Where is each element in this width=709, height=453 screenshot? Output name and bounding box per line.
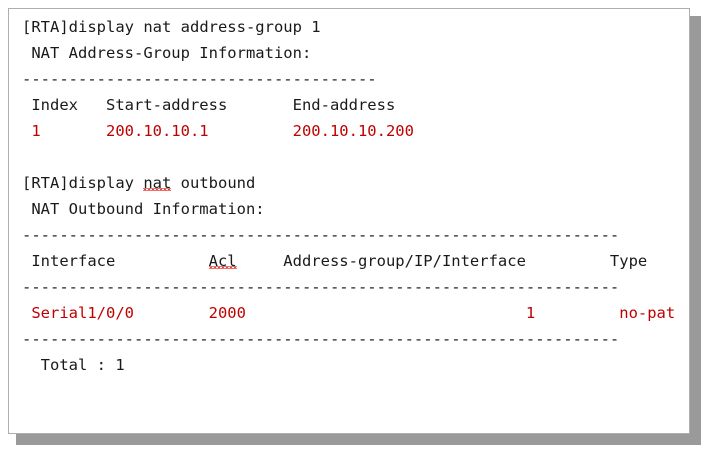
rule-top-2: ----------------------------------------… xyxy=(22,222,689,248)
command-line-1: [RTA]display nat address-group 1 xyxy=(22,14,689,40)
section-title-text-2: NAT Outbound Information: xyxy=(22,200,265,218)
command-text-2-pre: display xyxy=(68,174,144,192)
section-title-2: NAT Outbound Information: xyxy=(22,196,689,222)
rule-bottom-2: ----------------------------------------… xyxy=(22,326,689,352)
command-text-1: display nat address-group 1 xyxy=(68,18,321,36)
table-row-text-2: Serial1/0/0 2000 1 no-pat xyxy=(22,304,676,322)
spellcheck-word-acl: Acl xyxy=(208,252,237,270)
table-row: 1 200.10.10.1 200.10.10.200 xyxy=(22,118,689,144)
cli-console-window: [RTA]display nat address-group 1 NAT Add… xyxy=(8,8,690,434)
total-label-text: Total : 1 xyxy=(22,356,125,374)
spellcheck-word-nat: nat xyxy=(143,174,172,192)
table-header-2: Interface Acl Address-group/IP/Interface… xyxy=(22,248,689,274)
table-header-2-post: Address-group/IP/Interface Type xyxy=(236,252,648,270)
command-line-2: [RTA]display nat outbound xyxy=(22,170,689,196)
prompt-label-1: [RTA] xyxy=(22,18,69,36)
rule-dashes-1: -------------------------------------- xyxy=(22,70,377,88)
table-header-1: Index Start-address End-address xyxy=(22,92,689,118)
prompt-label-2: [RTA] xyxy=(22,174,69,192)
table-header-text-1: Index Start-address End-address xyxy=(22,96,396,114)
command-text-2-post: outbound xyxy=(171,174,256,192)
rule-dashes-3: ----------------------------------------… xyxy=(22,278,620,296)
section-title-text-1: NAT Address-Group Information: xyxy=(22,44,312,62)
rule-dashes-2: ----------------------------------------… xyxy=(22,226,620,244)
rule-dashes-4: ----------------------------------------… xyxy=(22,330,620,348)
rule-top-1: -------------------------------------- xyxy=(22,66,689,92)
section-title-1: NAT Address-Group Information: xyxy=(22,40,689,66)
table-row-text-1: 1 200.10.10.1 200.10.10.200 xyxy=(22,122,414,140)
blank-line xyxy=(22,144,689,170)
console-output-area: [RTA]display nat address-group 1 NAT Add… xyxy=(22,14,689,378)
table-header-2-pre: Interface xyxy=(22,252,209,270)
total-line: Total : 1 xyxy=(22,352,689,378)
table-row: Serial1/0/0 2000 1 no-pat xyxy=(22,300,689,326)
rule-middle-2: ----------------------------------------… xyxy=(22,274,689,300)
